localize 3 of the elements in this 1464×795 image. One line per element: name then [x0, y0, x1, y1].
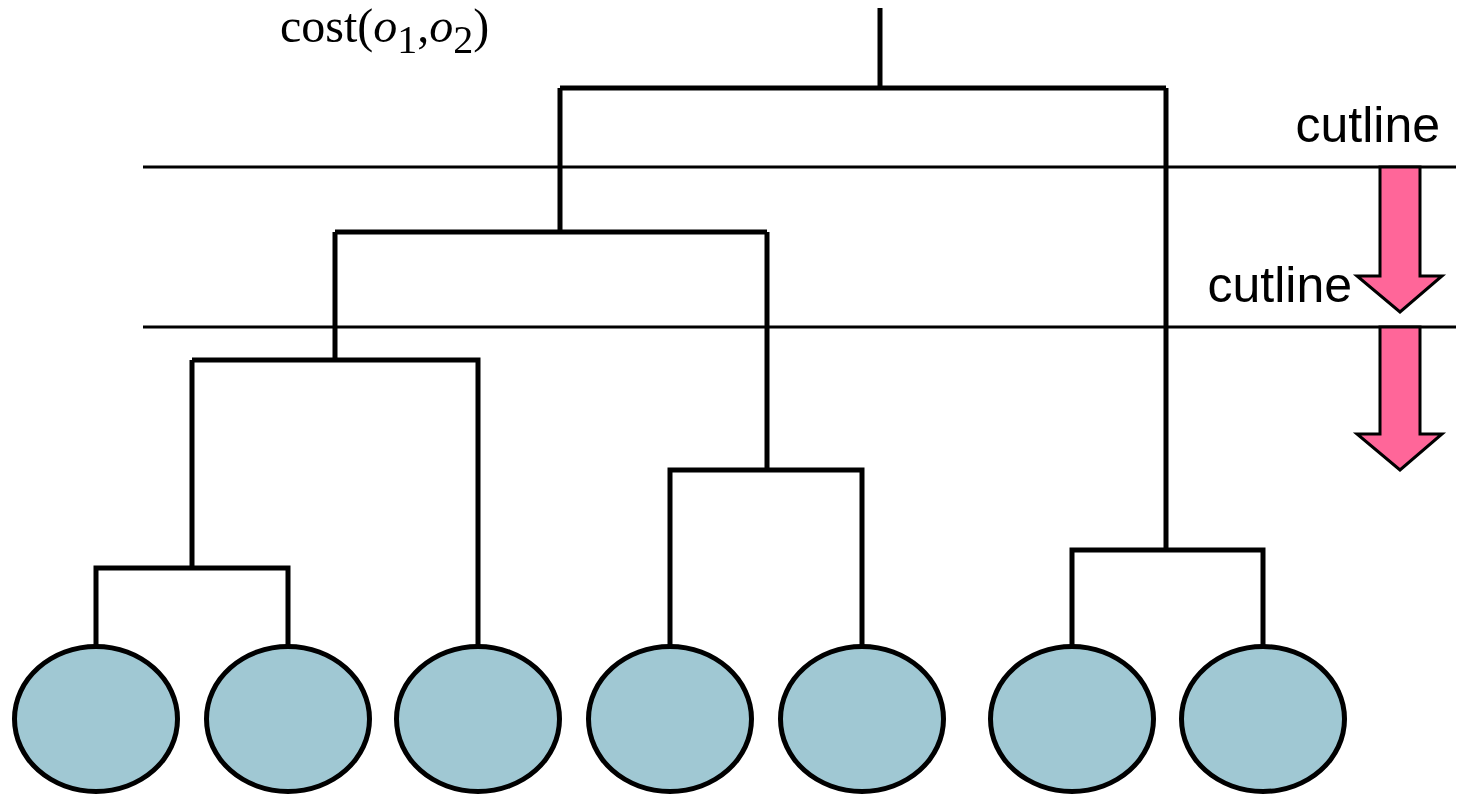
cutline-label: cutline: [1295, 100, 1440, 150]
cost-formula: cost(o$_{1}$,o$_{2}$): [280, 2, 490, 60]
cutline-label: cutline: [1207, 260, 1352, 310]
